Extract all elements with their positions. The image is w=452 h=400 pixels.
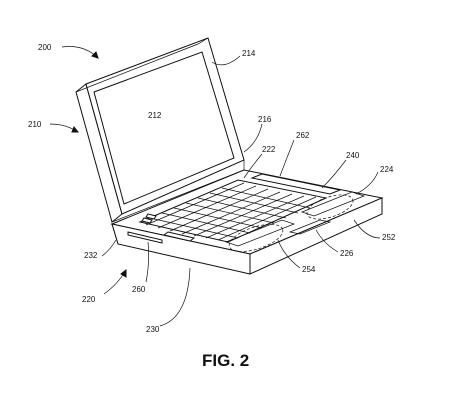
screen <box>93 51 235 205</box>
label-226: 226 <box>340 249 354 258</box>
palm-rest-areas <box>224 191 366 252</box>
label-220: 220 <box>82 295 96 304</box>
leader-lines <box>49 46 381 327</box>
label-262: 262 <box>296 131 310 140</box>
label-252: 252 <box>382 233 396 242</box>
label-222: 222 <box>262 145 276 154</box>
front-port <box>127 231 163 244</box>
top-strip <box>250 173 342 195</box>
label-224: 224 <box>380 165 394 174</box>
label-216: 216 <box>258 115 272 124</box>
keyboard <box>138 179 328 243</box>
label-230: 230 <box>146 325 160 334</box>
label-254: 254 <box>302 265 316 274</box>
label-200: 200 <box>38 43 52 52</box>
laptop-lid <box>75 37 245 223</box>
label-260: 260 <box>132 285 146 294</box>
label-212: 212 <box>148 111 162 120</box>
label-214: 214 <box>242 49 256 58</box>
label-210: 210 <box>28 120 42 129</box>
figure-caption: FIG. 2 <box>202 351 249 370</box>
reference-labels: 200 210 212 214 216 262 222 240 224 252 … <box>28 43 396 334</box>
label-232: 232 <box>84 251 98 260</box>
label-240: 240 <box>346 151 360 160</box>
